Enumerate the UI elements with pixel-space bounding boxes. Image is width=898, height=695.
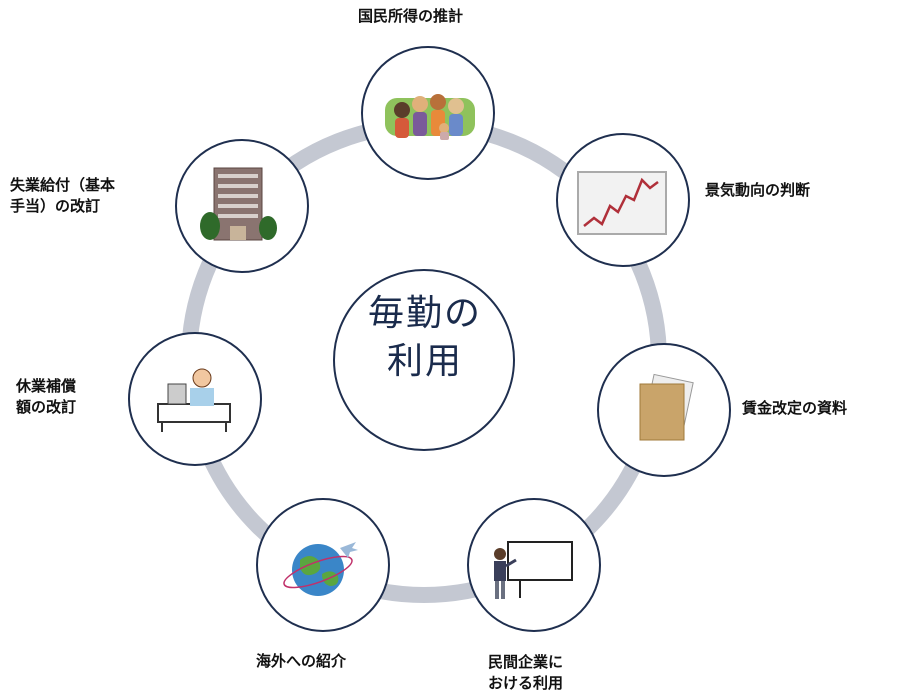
document-envelope-icon — [639, 373, 694, 441]
label-business-trend: 景気動向の判断 — [705, 181, 811, 199]
crowd-icon — [385, 94, 475, 140]
center-title-line1: 毎勤の — [367, 293, 482, 334]
node-private-sector — [467, 498, 601, 632]
node-wage-revision — [597, 343, 731, 477]
label-leave-compensation-line2: 額の改訂 — [16, 398, 77, 416]
center-title: 毎勤の 利用 — [340, 290, 510, 386]
label-unemployment-benefit-line1: 失業給付（基本 — [10, 176, 116, 194]
node-business-trend — [556, 133, 690, 267]
center-title-line2: 利用 — [386, 341, 463, 382]
patient-bed-icon — [157, 368, 231, 432]
label-wage-revision: 賃金改定の資料 — [742, 399, 848, 417]
label-private-sector-line1: 民間企業に — [488, 653, 564, 671]
globe-airplane-icon — [283, 542, 358, 596]
node-leave-compensation — [128, 332, 262, 466]
line-chart-icon — [577, 171, 667, 235]
label-leave-compensation-line1: 休業補償 — [16, 377, 77, 395]
node-national-income — [361, 46, 495, 180]
node-unemployment-benefit — [175, 139, 309, 273]
label-national-income: 国民所得の推計 — [358, 7, 464, 25]
label-unemployment-benefit: 失業給付（基本 手当）の改訂 — [10, 175, 115, 217]
label-private-sector: 民間企業に おける利用 — [488, 652, 563, 694]
label-overseas: 海外への紹介 — [256, 652, 347, 670]
node-overseas — [256, 498, 390, 632]
center-circle — [333, 269, 515, 451]
label-unemployment-benefit-line2: 手当）の改訂 — [10, 197, 101, 215]
office-building-icon — [200, 167, 277, 241]
presenter-whiteboard-icon — [494, 541, 573, 599]
label-leave-compensation: 休業補償 額の改訂 — [16, 376, 76, 418]
label-private-sector-line2: おける利用 — [488, 674, 564, 692]
